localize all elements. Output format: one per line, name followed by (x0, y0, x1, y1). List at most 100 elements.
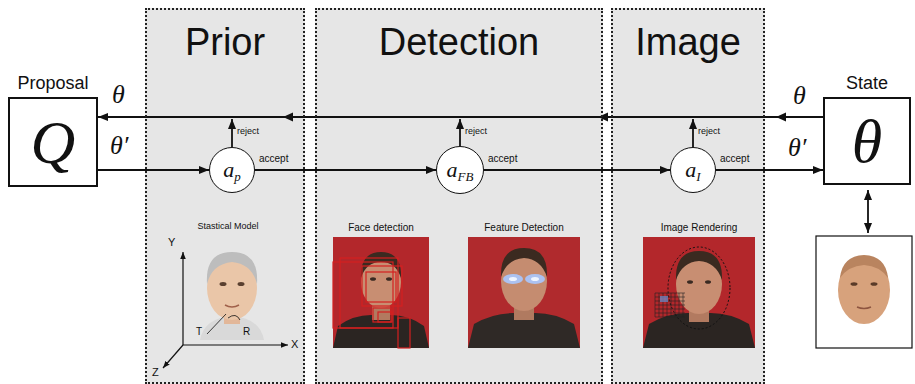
reject-arrow (232, 119, 693, 147)
panel-ground (611, 8, 765, 384)
panel-ground (315, 8, 603, 384)
feature-detection-photo (509, 277, 517, 281)
model-face-box (871, 282, 878, 286)
statistical-model-figure (163, 345, 183, 368)
statistical-model-figure (220, 282, 227, 286)
circle-subscript: I (696, 170, 700, 183)
state-render-arrow (867, 190, 869, 233)
image-rendering-photo (676, 251, 722, 280)
flow-connector (98, 116, 823, 118)
panel-title: Detection (379, 22, 540, 64)
panel-ground (145, 8, 765, 384)
flow-connector (98, 169, 209, 171)
circle-symbol: a (223, 159, 234, 181)
model-face-box (838, 256, 890, 324)
flow-connector (484, 169, 670, 171)
edge-label: accept (259, 153, 288, 164)
image-rendering-photo (655, 293, 685, 317)
feature-detection-photo (503, 274, 523, 284)
axis-label: R (243, 326, 250, 337)
feature-detection-photo (468, 237, 580, 348)
reject-arrow (692, 119, 694, 147)
statistical-model-figure (183, 344, 288, 345)
stage-panel: Image aI (611, 8, 765, 384)
edge-label: θ′ (110, 132, 128, 161)
model-face-box (857, 307, 871, 309)
state-symbol: θ (793, 82, 806, 111)
model-face-box (816, 236, 912, 348)
face-detection-photo (333, 237, 429, 348)
statistical-model-figure (207, 252, 257, 284)
state-box: Stateθ (823, 97, 911, 185)
face-detection-photo (361, 252, 401, 278)
flow-connector (716, 169, 823, 171)
axis-label: Z (152, 366, 159, 378)
stage-panel: Prior ap (145, 8, 305, 384)
flow-connector (255, 169, 436, 171)
statistical-model-figure (225, 305, 239, 307)
box-symbol: θ (852, 110, 882, 172)
statistical-model-figure (163, 252, 288, 368)
accept-test-circle: aFB (436, 146, 484, 194)
statistical-model-figure (207, 314, 226, 334)
image-rendering-photo (655, 293, 685, 317)
figure-caption: Face detection (348, 222, 414, 233)
proposal-box: ProposalQ (8, 97, 98, 187)
face-detection-photo (373, 308, 391, 322)
image-rendering-photo (643, 237, 755, 348)
face-detection-photo (386, 277, 392, 281)
statistical-model-figure (228, 315, 240, 320)
reject-arrow (231, 119, 233, 147)
feature-detection-photo (468, 237, 580, 348)
feature-detection-photo (501, 248, 547, 277)
panel-title: Image (635, 22, 741, 64)
stage-panel: Detection aFB (315, 8, 603, 384)
circle-subscript: p (234, 170, 241, 183)
axis-label: X (291, 338, 298, 350)
face-detection-photo (340, 258, 398, 328)
face-detection-photo (333, 315, 429, 348)
face-detection-photo (333, 258, 410, 348)
image-rendering-photo (705, 280, 711, 284)
image-rendering-photo (687, 280, 693, 284)
circle-subscript: FB (458, 170, 474, 183)
figure-caption: Stastical Model (197, 222, 258, 232)
image-rendering-photo (655, 293, 683, 317)
figure-caption: Image Rendering (661, 222, 738, 233)
face-detection-photo (333, 237, 429, 348)
image-rendering-photo (660, 296, 668, 302)
axis-label: T (196, 326, 202, 337)
state-symbol: θ′ (788, 134, 806, 163)
model-face-box (840, 255, 888, 278)
image-rendering-photo (643, 237, 755, 348)
figure-caption: Feature Detection (484, 222, 564, 233)
circle-symbol: a (685, 159, 696, 181)
face-detection-photo (366, 272, 396, 302)
edge-label: θ (112, 81, 125, 110)
circle-symbol: a (447, 159, 458, 181)
accept-test-circle: aI (670, 147, 716, 193)
edge-label: accept (488, 153, 517, 164)
model-face-box (816, 236, 912, 348)
feature-detection-photo (531, 277, 539, 281)
face-detection-photo (398, 318, 410, 348)
axis-label: Y (168, 236, 175, 248)
face-detection-photo (378, 312, 392, 322)
accept-test-circle: ap (209, 147, 255, 193)
reject-label: reject (465, 127, 487, 137)
edge-label: accept (720, 153, 749, 164)
face-detection-photo (370, 277, 376, 281)
box-heading: Proposal (17, 74, 88, 94)
reject-label: reject (237, 127, 259, 137)
face-detection-photo (362, 266, 402, 306)
reject-arrow (459, 119, 461, 146)
statistical-model-figure (238, 282, 245, 286)
panel-title: Prior (185, 22, 265, 64)
reject-label: reject (698, 127, 720, 137)
model-face-box (851, 282, 858, 286)
box-heading: State (846, 74, 888, 94)
feature-detection-photo (525, 274, 545, 284)
